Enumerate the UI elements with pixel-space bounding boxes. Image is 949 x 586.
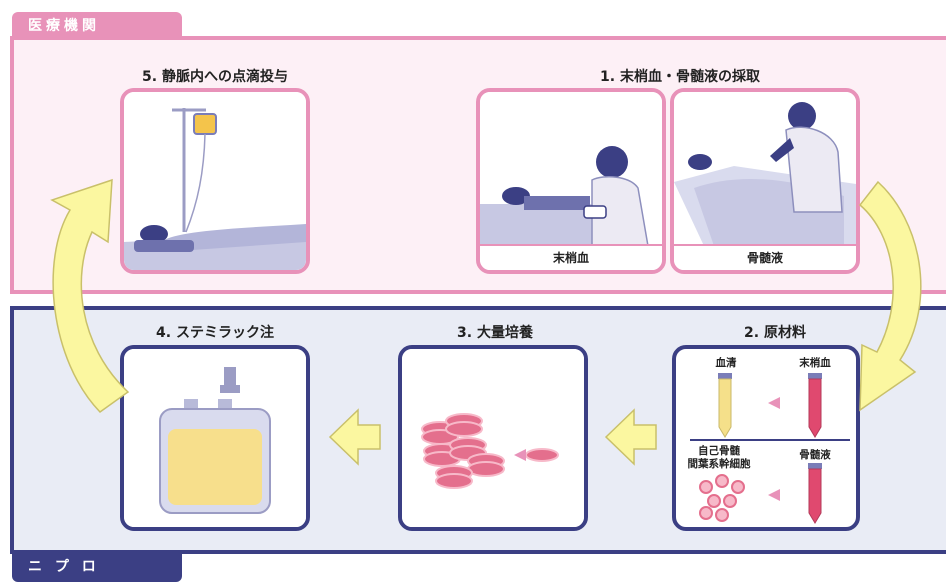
medical-institution-label: 医療機関: [28, 18, 100, 34]
iv-drip-card: [120, 88, 310, 274]
bone-marrow-material-label: 骨髄液: [799, 449, 831, 461]
step3-title: 3. 大量培養: [457, 325, 533, 341]
mass-culture-card: [398, 345, 588, 531]
culture-dishes-illustration: [402, 349, 584, 527]
bone-marrow-illustration: [674, 92, 856, 246]
peripheral-blood-illustration: [480, 92, 662, 247]
nipro-label: ニ プ ロ: [28, 559, 100, 575]
raw-materials-card: 血清 末梢血 自己骨髄 間葉系幹細胞 骨髄液: [672, 345, 860, 531]
raw-materials-illustration: [699, 373, 822, 524]
msc-label-line1: 自己骨髄: [698, 445, 740, 457]
peripheral-blood-card: 末梢血: [476, 88, 666, 274]
stemirac-card: [120, 345, 310, 531]
step4-title: 4. ステミラック注: [156, 325, 274, 341]
medical-institution-tab: 医療機関: [12, 12, 182, 40]
nipro-tab: ニ プ ロ: [12, 552, 182, 582]
step5-title: 5. 静脈内への点滴投与: [142, 69, 288, 85]
peripheral-blood-caption: 末梢血: [480, 244, 662, 270]
step1-title: 1. 末梢血・骨髄液の採取: [600, 69, 760, 85]
bone-marrow-caption: 骨髄液: [674, 244, 856, 270]
step2-title: 2. 原材料: [744, 325, 806, 341]
materials-divider: [690, 439, 850, 441]
bone-marrow-card: 骨髄液: [670, 88, 860, 274]
iv-drip-illustration: [124, 92, 306, 270]
msc-label-line2: 間葉系幹細胞: [687, 458, 751, 470]
serum-label: 血清: [715, 357, 737, 369]
infusion-bag-illustration: [124, 349, 306, 527]
peripheral-blood-material-label: 末梢血: [799, 357, 831, 369]
